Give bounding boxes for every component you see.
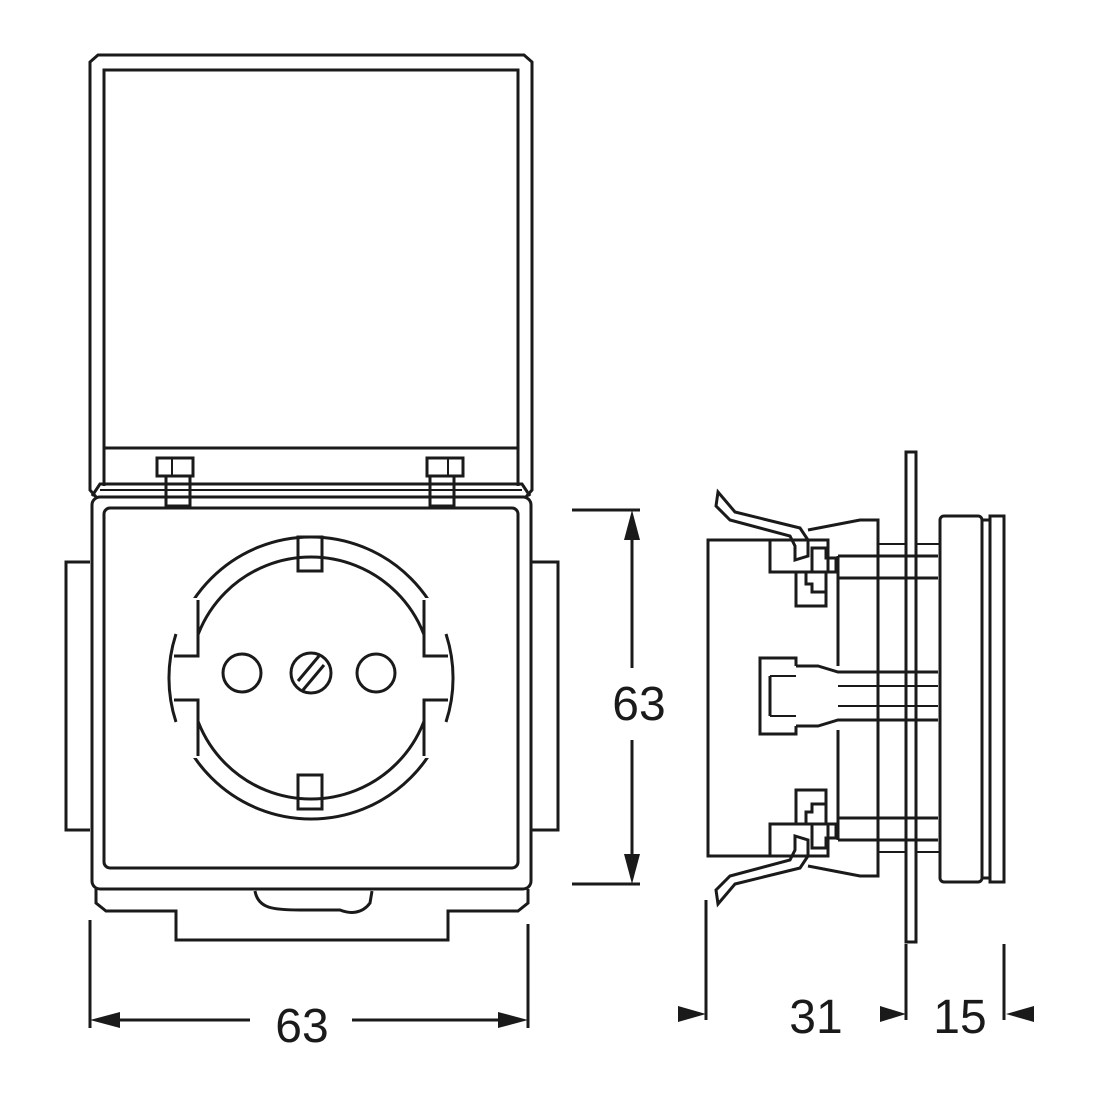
socket-insert — [167, 535, 455, 821]
depth-front-label: 15 — [933, 991, 986, 1044]
spring-clip-bottom — [714, 833, 810, 908]
pin-hole-right — [355, 652, 397, 694]
width-label: 63 — [275, 1000, 328, 1053]
hinge-left — [155, 456, 195, 508]
dimension-height: 63 — [572, 508, 666, 886]
spring-clip-top — [714, 488, 810, 563]
socket-body — [706, 538, 770, 858]
mounting-plate — [904, 450, 918, 944]
center-screw-icon — [289, 651, 333, 695]
latch — [253, 890, 374, 914]
front-view — [64, 53, 560, 942]
front-cover-profile — [916, 514, 1006, 884]
pin-hole-left — [221, 652, 263, 694]
mounting-tab-left — [64, 560, 90, 832]
dimension-width: 63 — [88, 920, 530, 1053]
hinge-right — [425, 456, 465, 508]
earth-contact-bottom — [296, 773, 324, 811]
depth-mounting-label: 31 — [789, 991, 842, 1044]
center-shaft — [758, 656, 938, 736]
hinged-lid — [88, 53, 534, 499]
earth-contact-top — [296, 535, 324, 573]
dimension-depth-front: 15 — [933, 944, 1034, 1044]
mounting-tab-right — [532, 560, 560, 832]
side-view — [706, 450, 1006, 944]
terminal-top — [768, 538, 838, 608]
height-label: 63 — [612, 678, 665, 731]
bottom-lip — [94, 889, 530, 942]
socket-plate — [102, 506, 520, 870]
terminal-bottom — [768, 788, 838, 858]
internal-housing — [807, 518, 938, 878]
socket-frame — [90, 495, 533, 891]
dimension-depth-mounting: 31 — [678, 900, 908, 1044]
